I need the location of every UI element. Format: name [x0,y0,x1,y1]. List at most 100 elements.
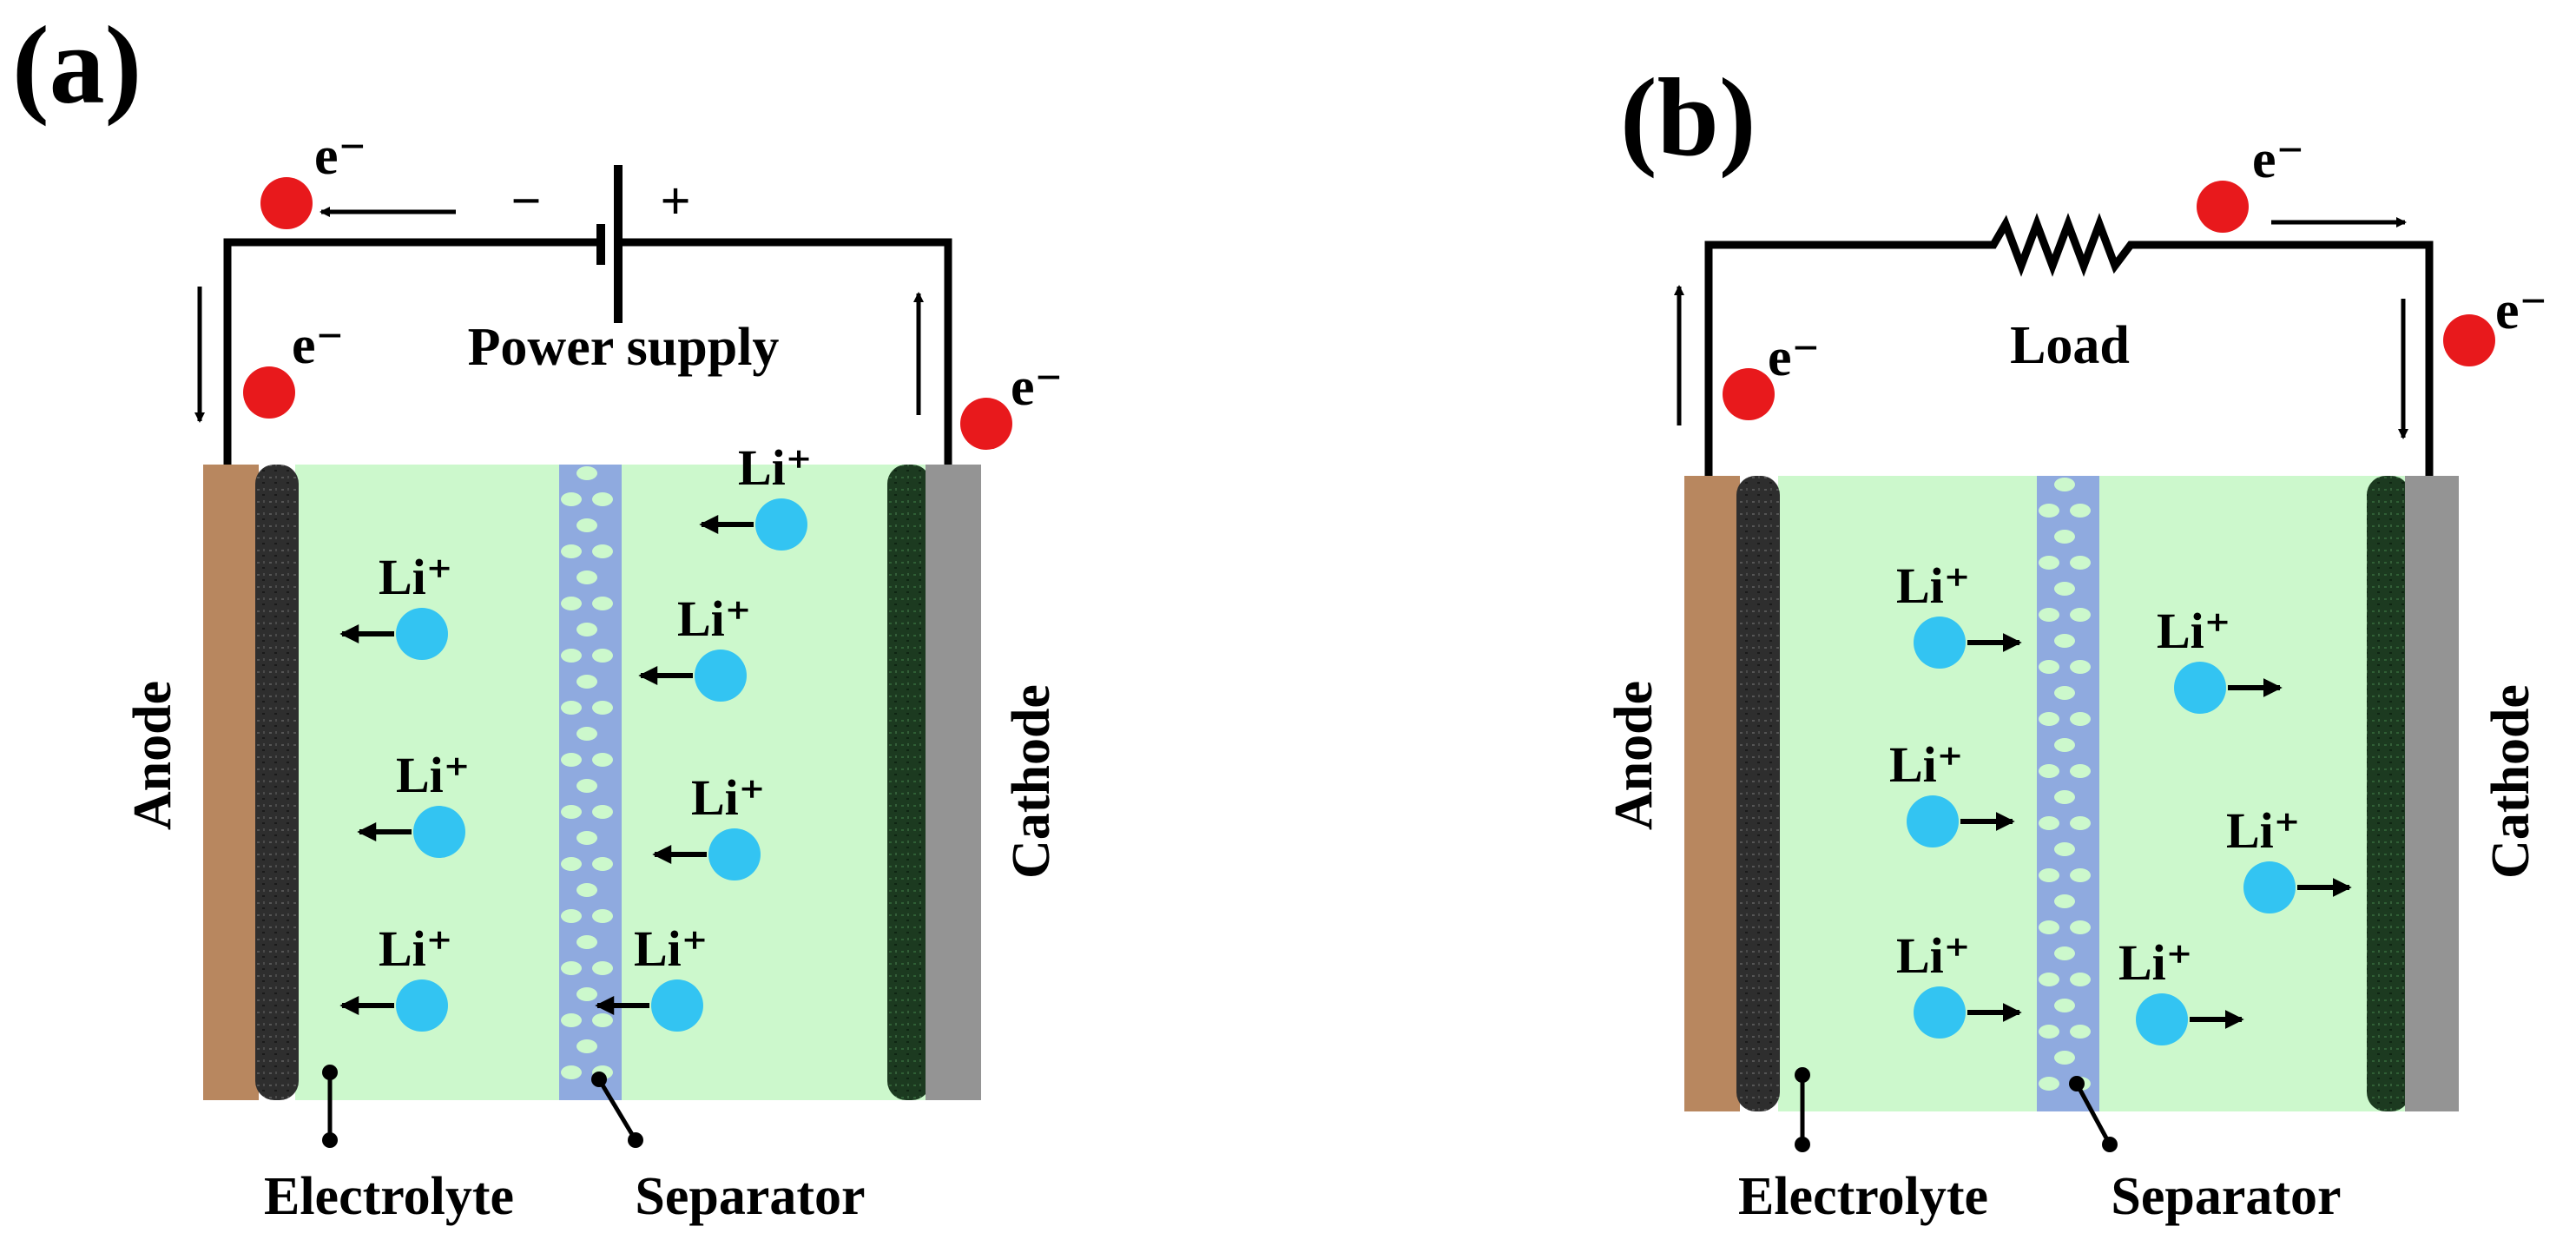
lithium-ion: Li⁺ [638,590,751,702]
lithium-ion: Li⁺ [1896,927,2022,1039]
separator-pore [2070,764,2091,778]
separator-pore [592,857,613,871]
ion-label: Li⁺ [1889,736,1963,793]
lithium-ion: Li⁺ [339,920,452,1032]
separator-pore [2070,556,2091,570]
separator-pore [561,1065,582,1079]
separator-pore [561,597,582,610]
lithium-ion: Li⁺ [2226,802,2352,913]
ion-label: Li⁺ [379,920,452,977]
separator-pore [576,466,597,480]
separator-pore [2039,973,2059,986]
ion-label: Li⁺ [691,769,765,826]
lithium-ion: Li⁺ [1896,557,2022,669]
electron: e⁻ [2197,130,2304,233]
separator-pore [2054,738,2075,752]
separator-pore [2039,608,2059,622]
ion-group: Li⁺ Li⁺ Li⁺ Li⁺ Li⁺ Li⁺ [1889,557,2352,1045]
panel-a-charging: (a) − + Power supply e⁻ e⁻ e⁻ [12,3,1063,1226]
svg-text:e⁻: e⁻ [314,127,366,186]
separator-pore [2070,608,2091,622]
cathode-material [2367,476,2410,1111]
separator-pore [2054,582,2075,596]
separator-pore [592,492,613,506]
callout-line [2074,1082,2112,1146]
separator-pore [592,805,613,819]
callout-dot [322,1132,338,1148]
separator-pore [576,675,597,689]
panel-a-label: (a) [12,3,142,127]
lithium-ion: Li⁺ [357,747,470,858]
separator-pore [2054,530,2075,544]
cathode-current-collector [2405,476,2459,1111]
panel-b-label: (b) [1620,56,1756,179]
circuit-wire [223,238,601,465]
separator-pore [2070,504,2091,518]
ion-label: Li⁺ [2118,934,2192,991]
ion-label: Li⁺ [1896,927,1970,984]
separator-pore [561,909,582,923]
separator-pore [2054,686,2075,700]
separator-pore [576,623,597,636]
separator-label: Separator [635,1167,865,1226]
separator-pore [561,805,582,819]
svg-text:e⁻: e⁻ [1011,358,1063,417]
electron: e⁻ [960,358,1063,450]
ion-label: Li⁺ [2226,802,2300,859]
separator-pore [576,935,597,949]
circuit-wire [1704,213,2434,476]
separator-pore [2070,816,2091,830]
ion-label: Li⁺ [677,590,751,647]
panel-b-discharging: (b) Load e⁻ e⁻ e⁻ Anode Cathode Li⁺ [1604,56,2547,1226]
electron: e⁻ [243,316,344,419]
separator-pore [592,701,613,715]
separator-pore [2039,1025,2059,1039]
lithium-ion: Li⁺ [595,920,708,1032]
lithium-ion: Li⁺ [699,439,812,551]
electron: e⁻ [260,127,366,229]
separator-pore [576,779,597,793]
minus-sign: − [511,172,541,231]
separator-pore [2054,1051,2075,1065]
separator-pore [576,831,597,845]
separator-pore [592,909,613,923]
electrolyte-region [1778,476,2459,1111]
svg-text:e⁻: e⁻ [2495,281,2547,340]
separator-pore [2039,504,2059,518]
circuit-wire [618,238,952,465]
anode-label: Anode [1604,681,1664,830]
separator-pore [2070,868,2091,882]
separator-pore [561,961,582,975]
separator-pore [2054,999,2075,1012]
cathode-label: Cathode [1002,684,1061,879]
separator-pore [2070,920,2091,934]
electrolyte-label: Electrolyte [264,1167,514,1226]
separator-pore [561,701,582,715]
cathode-current-collector [926,465,981,1100]
separator-pore [576,987,597,1001]
ion-label: Li⁺ [738,439,812,496]
svg-text:e⁻: e⁻ [1768,328,1820,387]
separator-pore [592,1013,613,1027]
ion-label: Li⁺ [2157,603,2230,659]
lithium-ion: Li⁺ [652,769,765,880]
separator-pore [576,727,597,741]
plus-sign: + [660,172,690,231]
callout-line [596,1078,638,1142]
separator-label: Separator [2111,1167,2341,1226]
separator-pore [2070,1025,2091,1039]
separator-pore [592,961,613,975]
separator-pore [2054,790,2075,804]
anode-label: Anode [123,681,182,830]
separator-pore [2054,842,2075,856]
ion-label: Li⁺ [634,920,708,977]
ion-label: Li⁺ [396,747,470,803]
separator-pore [2054,478,2075,491]
separator-pore [592,753,613,767]
ion-label: Li⁺ [1896,557,1970,614]
separator-pore [576,883,597,897]
separator-pore [2070,660,2091,674]
separator-pore [2039,556,2059,570]
separator-pores [2039,478,2091,1091]
